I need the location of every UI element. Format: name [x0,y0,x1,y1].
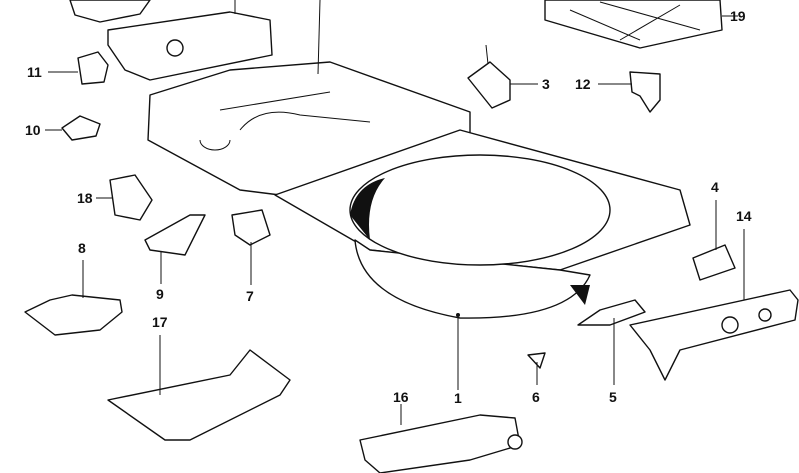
part-8 [24,260,123,336]
part-4 [692,200,736,281]
callout-11: 11 [27,64,42,80]
callout-7: 7 [246,288,254,304]
callout-19: 19 [730,8,746,24]
callout-10: 10 [25,122,41,138]
callout-12: 12 [575,76,591,92]
callout-4: 4 [711,179,719,195]
part-5 [577,299,646,385]
callout-16: 16 [393,389,409,405]
callout-labels: 19 11 3 12 10 18 4 14 8 9 7 17 1 6 5 16 [25,8,752,406]
callout-8: 8 [78,240,86,256]
part-19-box [544,0,723,49]
callout-14: 14 [736,208,752,224]
part-top-left [69,0,151,23]
part-12 [598,71,661,113]
part-16 [359,404,523,473]
part-9 [144,214,206,284]
part-6 [527,352,546,385]
part-10 [45,115,101,141]
part-1-spare-wheel-well [274,129,691,390]
callout-5: 5 [609,389,617,405]
part-11 [48,51,109,85]
callout-6: 6 [532,389,540,405]
callout-1: 1 [454,390,462,406]
part-18 [96,174,153,221]
callout-17: 17 [152,314,168,330]
part-7 [231,209,271,285]
part-14 [629,229,799,381]
callout-18: 18 [77,190,93,206]
part-3 [467,44,538,109]
part-17 [107,335,291,441]
callout-9: 9 [156,286,164,302]
callout-3: 3 [542,76,550,92]
part-rear-bracket [107,0,273,81]
